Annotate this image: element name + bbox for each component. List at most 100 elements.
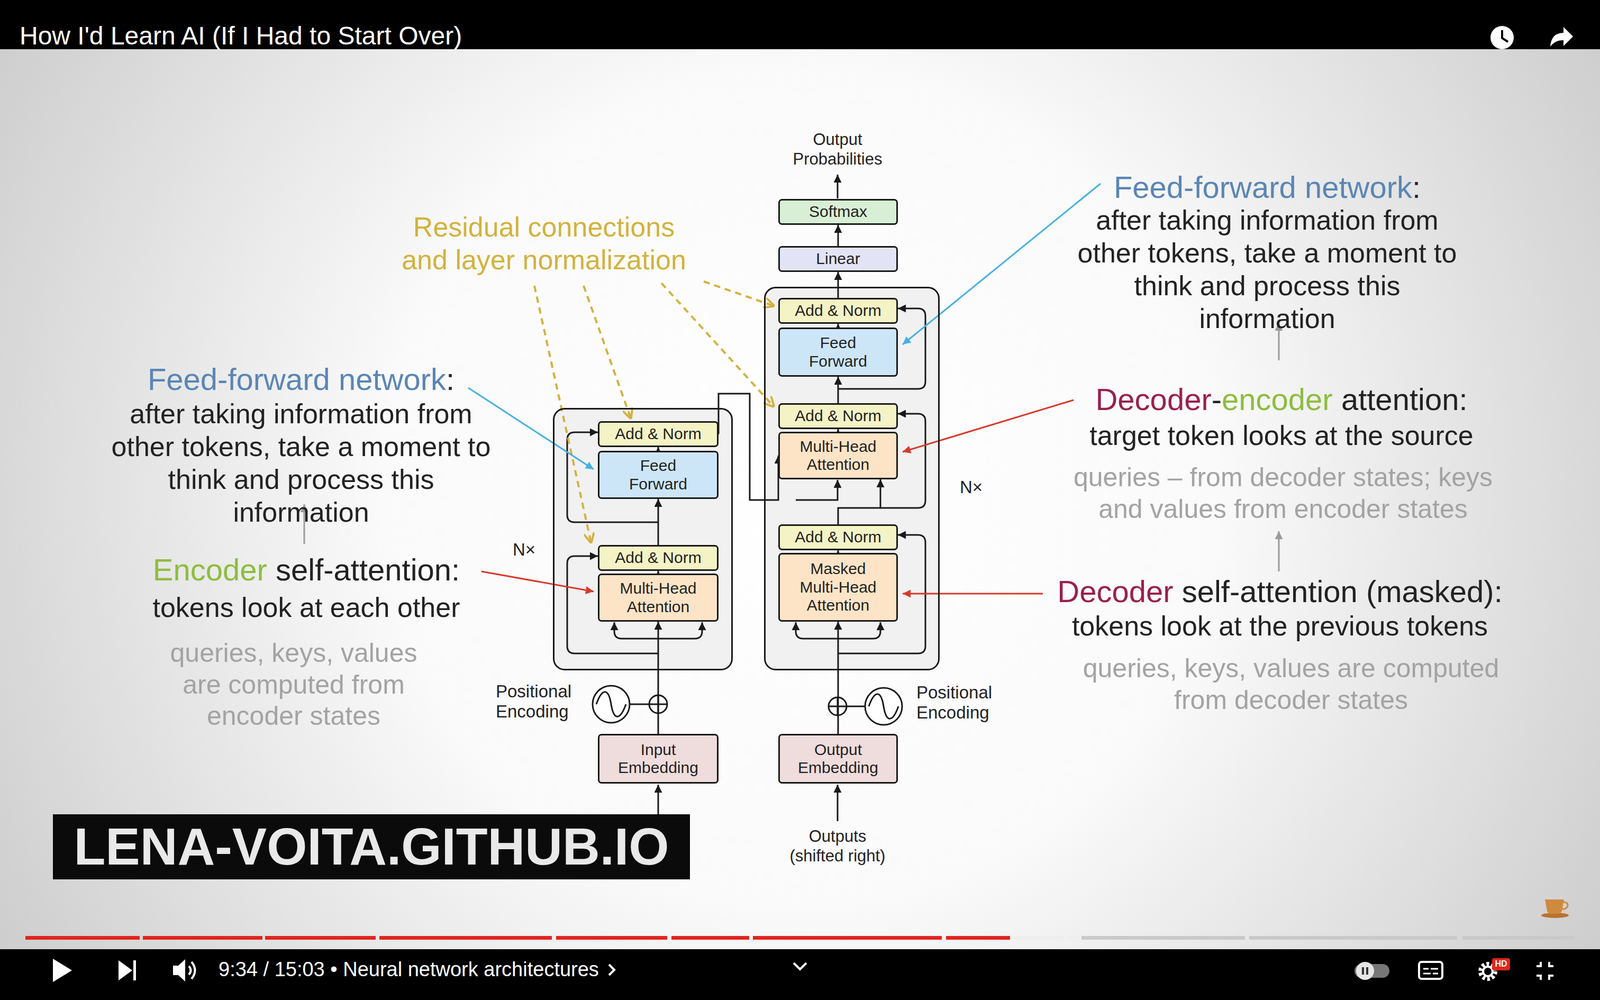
- positional-label: Positional Encoding: [495, 681, 593, 722]
- flow-arrow: [837, 323, 840, 328]
- attention-leader: [902, 593, 1043, 595]
- progress-buffered: [1010, 935, 1065, 940]
- progress-played: [946, 935, 1011, 940]
- add-norm-box: Add & Norm: [778, 403, 898, 430]
- attention-input-fork: [837, 622, 881, 639]
- next-icon-bar: [133, 960, 136, 981]
- flow-arrow: [718, 393, 779, 500]
- grey-up-arrow: [1278, 531, 1280, 572]
- decoder-block: Add & NormFeed ForwardAdd & NormMulti-He…: [764, 286, 940, 671]
- flow-arrow: [837, 621, 840, 734]
- box-label: Softmax: [808, 202, 868, 222]
- annotation-title: Feed-forward network: [1113, 170, 1413, 205]
- positional-label: Positional Encoding: [916, 682, 1013, 723]
- player-controls: [52, 958, 1554, 983]
- progress-played: [556, 935, 668, 940]
- control-bar: [0, 949, 1600, 1000]
- repeat-count: N×: [512, 539, 536, 560]
- attention-box: Multi-Head Attention: [597, 573, 719, 622]
- annotation-text: after taking information from other toke…: [1076, 204, 1459, 336]
- encoder-block-fill: [552, 407, 733, 671]
- progress-played: [671, 935, 750, 940]
- box-label: HD: [1494, 959, 1507, 969]
- progress-rest: [1249, 935, 1458, 940]
- box-label: Input Embedding: [610, 740, 706, 778]
- add-norm-box: Add & Norm: [778, 524, 898, 551]
- cup-handle: [1561, 902, 1568, 909]
- annotation-keyword: Decoder: [1057, 574, 1174, 609]
- box-label: Multi-Head Attention: [790, 437, 886, 475]
- sine-circle: [865, 687, 903, 725]
- progress-played: [25, 935, 140, 940]
- output-arrow: [837, 174, 839, 199]
- positional-link: [629, 703, 650, 706]
- exit-fullscreen-icon: [1536, 961, 1554, 980]
- annotation-title: attention:: [1341, 382, 1468, 417]
- chevron-down-icon: [793, 962, 807, 970]
- attention-leader: [481, 571, 594, 592]
- attention-input-fork: [614, 622, 659, 639]
- encoder-block: Add & NormFeed ForwardAdd & NormMulti-He…: [552, 407, 733, 671]
- time-display: 9:34 / 15:03• Neural network architectur…: [218, 958, 618, 981]
- add-norm-box: Add & Norm: [597, 544, 719, 571]
- annotation-heading: Encoderself-attention:: [152, 552, 460, 587]
- outputs-arrow: [837, 784, 839, 822]
- positional-link: [846, 705, 866, 708]
- next-icon: [118, 960, 133, 981]
- chapter-chevron: [605, 961, 618, 978]
- linear-box: Linear: [778, 246, 898, 272]
- flow-arrow: [837, 224, 840, 247]
- annotation-note: queries, keys, values are computed from …: [161, 637, 426, 733]
- annotation-heading: Feed-forward network:: [1113, 170, 1421, 205]
- box-label: Multi-Head Attention: [610, 579, 706, 616]
- annotation-keyword: Encoder: [152, 552, 268, 587]
- progress-played: [752, 935, 942, 940]
- annotation-keyword: encoder: [1221, 382, 1333, 417]
- cup-body: [1544, 899, 1565, 914]
- progress-rest: [1462, 935, 1575, 940]
- volume-icon: [173, 959, 186, 982]
- annotation-title: Feed-forward network: [147, 362, 447, 397]
- annotation-title: Residual connections and layer normaliza…: [396, 211, 692, 277]
- annotation-text: after taking information from other toke…: [110, 397, 493, 530]
- captions-icon: [1419, 961, 1443, 979]
- hd-badge: HD: [1492, 958, 1511, 971]
- encoder-output-branch: [795, 479, 838, 500]
- annotation-heading: Decoderself-attention (masked):: [1057, 574, 1503, 609]
- captions-lines: [1423, 968, 1439, 974]
- box-label: Linear: [815, 249, 860, 269]
- sine-wave: [868, 694, 899, 720]
- time-text: 9:34 / 15:03: [218, 958, 325, 981]
- progress-played: [265, 935, 376, 940]
- masked-attention-box: Masked Multi-Head Attention: [778, 552, 898, 622]
- box-label: Add & Norm: [614, 548, 702, 568]
- sine-wave: [596, 692, 626, 717]
- add-norm-box: Add & Norm: [597, 421, 719, 448]
- coffee-cup-icon: [1541, 899, 1569, 918]
- annotation-title: self-attention (masked):: [1182, 574, 1503, 609]
- annotation-colon: :: [446, 362, 455, 397]
- flow-arrow: [838, 479, 881, 525]
- annotation-text: tokens look at the previous tokens: [1059, 610, 1500, 643]
- flow-arrow: [657, 498, 660, 545]
- volume-waves: [188, 961, 196, 979]
- feed-forward-leader: [902, 183, 1101, 345]
- box-label: Masked Multi-Head Attention: [790, 559, 886, 615]
- pause-bar: [1366, 967, 1369, 975]
- box-label: Add & Norm: [794, 406, 881, 426]
- box-label: LENA-VOITA.GITHUB.IO: [73, 816, 669, 877]
- pause-bar: [1361, 967, 1365, 975]
- progress-bar: [25, 935, 1575, 940]
- annotation-hyphen: -: [1211, 382, 1222, 417]
- residual-leader: [661, 283, 774, 407]
- feed-forward-box: Feed Forward: [597, 450, 719, 499]
- softmax-box: Softmax: [778, 198, 898, 225]
- clock-hands: [1502, 30, 1508, 42]
- flow-arrow: [657, 621, 660, 734]
- repeat-count: N×: [959, 477, 983, 498]
- block-fills: [552, 286, 940, 671]
- flow-arrow: [837, 271, 840, 298]
- autoplay-knob: [1356, 961, 1375, 980]
